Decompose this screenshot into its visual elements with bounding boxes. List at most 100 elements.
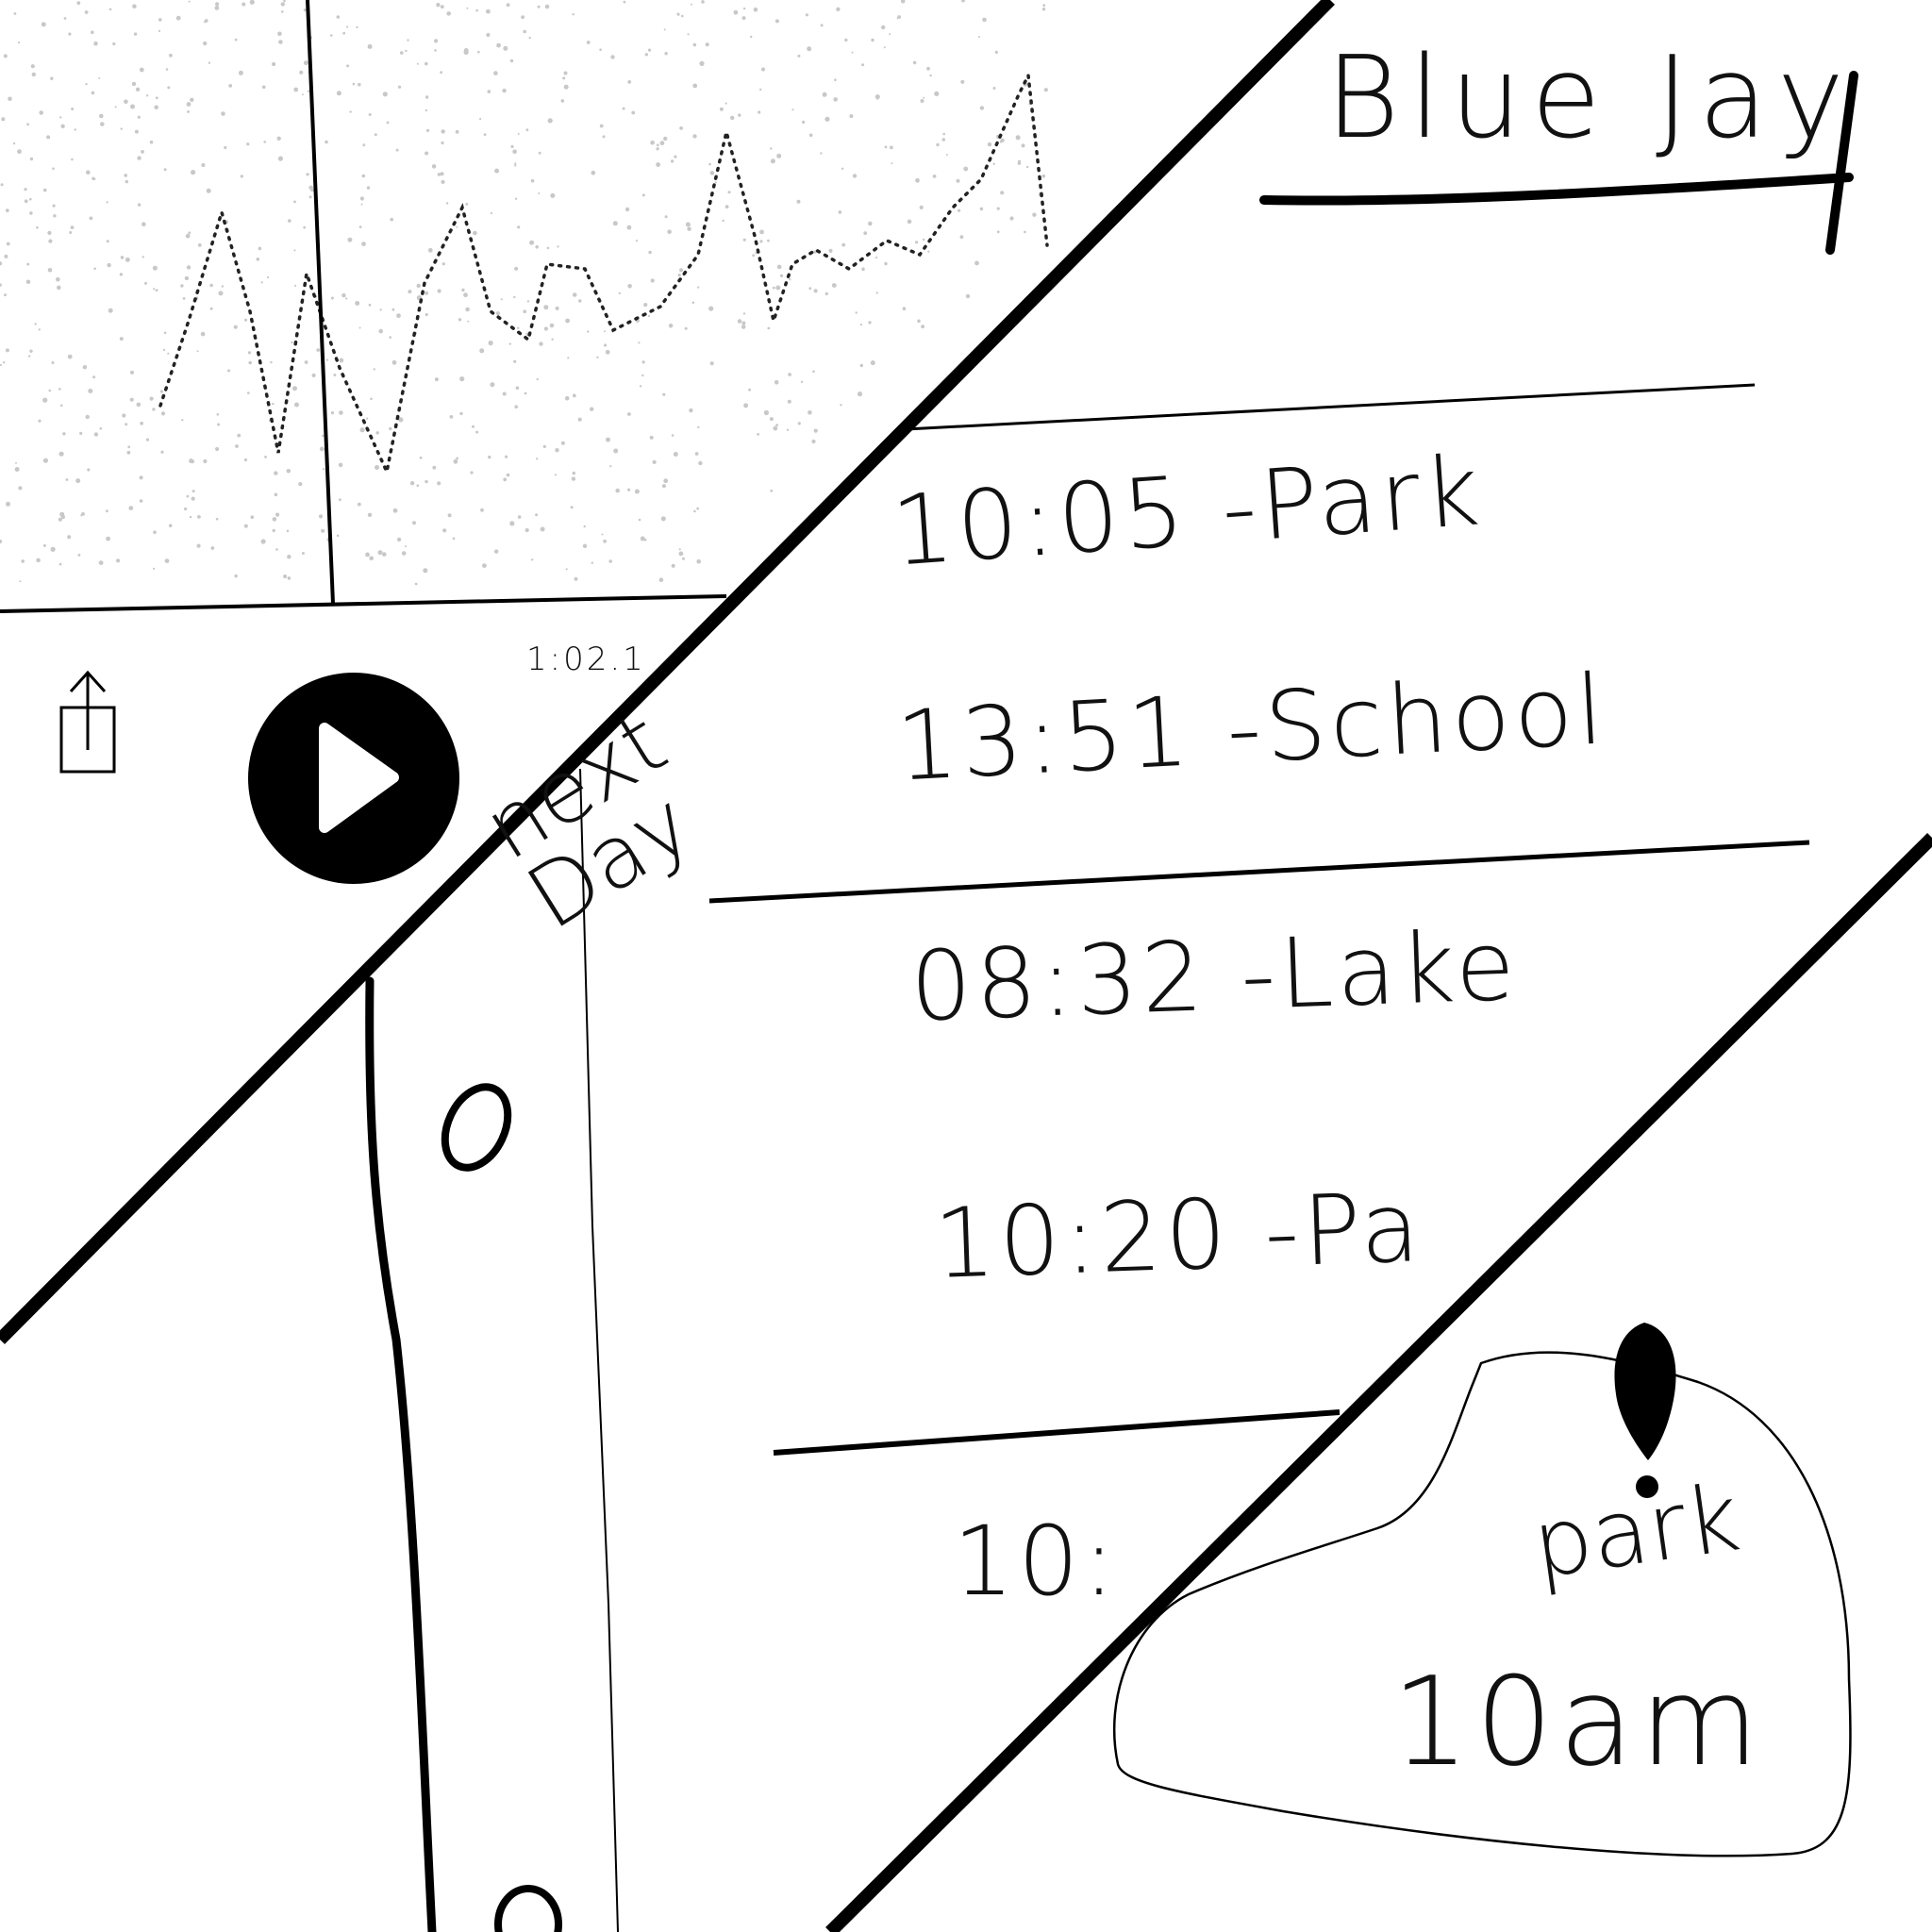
waveform-noise-dot (389, 336, 392, 339)
waveform-noise-dot (0, 183, 4, 187)
waveform-noise-dot (167, 352, 170, 355)
waveform-noise-dot (538, 192, 541, 194)
waveform-noise-dot (537, 5, 541, 8)
waveform-noise-dot (342, 31, 346, 35)
waveform-noise-dot (709, 361, 714, 366)
waveform-noise-dot (638, 341, 641, 344)
timeline-waypoint[interactable] (494, 1885, 562, 1932)
waveform-noise-dot (776, 264, 782, 270)
waveform-noise-dot (1, 117, 6, 122)
waveform-noise-dot (243, 524, 248, 528)
waveform-noise-dot (547, 118, 553, 124)
waveform-noise-dot (38, 328, 41, 331)
timeline-track-left (365, 976, 437, 1932)
waveform-noise-dot (678, 551, 684, 557)
schedule-entry[interactable]: 10:20 -Pa (932, 1171, 1425, 1302)
waveform-noise-dot (692, 83, 698, 89)
waveform-noise-dot (427, 247, 433, 253)
waveform-noise-dot (840, 404, 842, 407)
waveform-noise-dot (29, 197, 32, 201)
waveform-noise-dot (1032, 212, 1037, 217)
waveform-noise-dot (627, 80, 632, 84)
waveform-noise-dot (74, 128, 76, 131)
waveform-noise-dot (812, 370, 815, 374)
waveform-noise-dot (479, 348, 485, 354)
play-button[interactable] (247, 672, 460, 885)
waveform-noise-dot (546, 246, 550, 250)
waveform-noise-dot (456, 457, 458, 460)
waveform-noise-dot (641, 360, 645, 364)
waveform-noise-dot (613, 448, 619, 454)
waveform-noise-dot (294, 402, 299, 408)
waveform-noise-dot (437, 289, 441, 293)
waveform-noise-dot (52, 167, 55, 170)
waveform-noise-dot (286, 529, 290, 533)
waveform-noise-dot (125, 257, 130, 262)
waveform-noise-dot (14, 467, 20, 472)
waveform-noise-dot (237, 433, 242, 438)
schedule-entry[interactable]: 10: (953, 1506, 1120, 1618)
waveform-noise-dot (407, 39, 409, 42)
waveform-noise-dot (606, 437, 610, 442)
waveform-noise-dot (38, 419, 42, 423)
waveform-noise-dot (466, 7, 469, 9)
waveform-noise-dot (523, 29, 526, 34)
waveform-noise-dot (181, 419, 184, 422)
waveform-noise-dot (206, 188, 211, 193)
waveform-noise-dot (663, 478, 669, 484)
waveform-noise-dot (63, 17, 67, 20)
waveform-noise-dot (431, 164, 437, 169)
waveform-noise-dot (936, 142, 940, 147)
waveform-noise-dot (12, 142, 16, 145)
waveform-noise-dot (93, 267, 96, 271)
waveform-noise-dot (741, 16, 746, 21)
playhead-line[interactable] (306, 0, 335, 605)
waveform-noise-dot (855, 311, 858, 314)
schedule-entry[interactable]: 08:32 -Lake (908, 909, 1521, 1044)
waveform-noise-dot (1042, 4, 1046, 8)
waveform-noise-dot (77, 554, 81, 557)
waveform-noise-dot (261, 85, 266, 90)
waveform-noise-dot (325, 140, 328, 144)
waveform-noise-dot (247, 351, 251, 355)
waveform-noise-dot (377, 550, 383, 556)
share-icon[interactable] (52, 665, 127, 778)
waveform-noise-dot (275, 548, 278, 551)
waveform-noise-dot (98, 76, 101, 79)
waveform-noise-dot (48, 389, 52, 392)
waveform-noise-dot (154, 105, 158, 110)
waveform-noise-dot (2, 361, 6, 364)
waveform-noise-dot (311, 373, 316, 377)
waveform-noise-dot (465, 307, 470, 312)
waveform-noise-dot (693, 509, 696, 513)
waveform-noise-dot (738, 113, 741, 117)
waveform-noise-dot (186, 265, 192, 270)
schedule-divider (905, 383, 1756, 431)
timeline-waypoint[interactable] (433, 1077, 520, 1178)
waveform-noise-dot (696, 558, 701, 564)
waveform-noise-dot (698, 460, 703, 466)
waveform-noise-dot (709, 171, 715, 175)
waveform-noise-dot (203, 458, 208, 464)
waveform-noise-dot (517, 225, 521, 229)
waveform-noise-dot (0, 540, 3, 543)
waveform-noise-dot (36, 225, 39, 229)
waveform-noise-dot (555, 448, 559, 453)
waveform-noise-dot (215, 446, 220, 452)
waveform-noise-dot (524, 391, 527, 395)
waveform-noise-dot (419, 456, 423, 459)
waveform-noise-dot (748, 388, 751, 391)
waveform-background-noise (0, 0, 1048, 586)
schedule-entry[interactable]: 13:51 -School (893, 654, 1610, 804)
waveform-noise-dot (349, 110, 352, 113)
waveform-noise-dot (679, 126, 683, 130)
waveform-noise-dot (506, 3, 510, 8)
waveform-noise-dot (278, 40, 283, 44)
waveform-noise-dot (483, 133, 487, 137)
waveform-noise-dot (500, 298, 503, 301)
waveform-noise-dot (761, 67, 765, 72)
map-pin-icon[interactable] (1607, 1319, 1682, 1507)
waveform-noise-dot (456, 225, 458, 228)
schedule-entry[interactable]: 10:05 -Park (888, 435, 1487, 589)
waveform-noise-dot (149, 396, 154, 401)
